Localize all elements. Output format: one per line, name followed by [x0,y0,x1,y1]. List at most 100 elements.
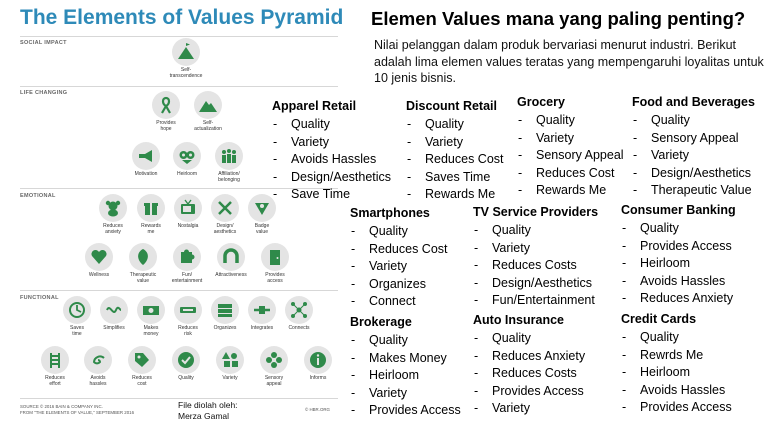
list-item: Quality [473,222,598,240]
list-item: Provides Access [621,238,736,256]
scale-icon [174,296,202,324]
element-reduces-anxiety: Reduces anxiety [91,194,135,236]
element-makes-money: Makes money [129,296,173,338]
pyramid-title: The Elements of Values Pyramid [20,6,344,29]
list-item: Reduces Cost [517,165,624,183]
industry-tv-service-providers: TV Service Providers Quality Variety Red… [473,205,598,310]
list-item: Heirloom [621,255,736,273]
list-item: Avoids Hassles [272,151,391,169]
list-item: Reduces Costs [473,257,598,275]
price-tag-icon [128,346,156,374]
element-attractiveness: Attractiveness [209,243,253,279]
checkmark-icon [172,346,200,374]
list-item: Heirloom [621,364,732,382]
ribbon-icon [152,91,180,119]
list-item: Provides Access [473,383,585,401]
magnet-icon [217,243,245,271]
teddy-bear-icon [99,194,127,222]
section-divider [20,290,338,291]
tools-icon [211,194,239,222]
list-item: Variety [350,385,461,403]
industry-auto-insurance: Auto Insurance Quality Reduces Anxiety R… [473,313,585,418]
people-group-icon [215,142,243,170]
shapes-icon [216,346,244,374]
list-item: Variety [632,147,755,165]
network-icon [285,296,313,324]
list-item: Provides Access [621,399,732,417]
list-item: Avoids Hassles [621,382,732,400]
list-item: Reduces Cost [406,151,504,169]
industry-apparel-retail: Apparel Retail Quality Variety Avoids Ha… [272,99,391,204]
element-organizes: Organizes [203,296,247,332]
list-item: Variety [517,130,624,148]
list-item: Quality [632,112,755,130]
element-connects: Connects [277,296,321,332]
industry-grocery: Grocery Quality Variety Sensory Appeal R… [517,95,624,200]
industry-credit-cards: Credit Cards Quality Rewrds Me Heirloom … [621,312,732,417]
element-provides-access: Provides access [253,243,297,285]
list-item: Heirloom [350,367,461,385]
list-item: Quality [621,329,732,347]
industry-brokerage: Brokerage Quality Makes Money Heirloom V… [350,315,461,420]
mountain-icon [194,91,222,119]
element-quality: Quality [164,346,208,382]
list-item: Rewards Me [406,186,504,204]
list-item: Save Time [272,186,391,204]
element-saves-time: Saves time [55,296,99,338]
industry-name: Discount Retail [406,99,497,113]
list-item: Quality [621,220,736,238]
list-item: Reduces Costs [473,365,585,383]
industry-name: Grocery [517,95,565,109]
list-item: Quality [406,116,504,134]
list-item: Makes Money [350,350,461,368]
element-sensory-appeal: Sensory appeal [252,346,296,388]
owl-icon [173,142,201,170]
element-motivation: Motivation [124,142,168,178]
puzzle-icon [173,243,201,271]
industry-name: Smartphones [350,206,430,220]
industry-food-beverages: Food and Beverages Quality Sensory Appea… [632,95,755,200]
element-simplifies: Simplifies [92,296,136,332]
industry-name: Apparel Retail [272,99,357,113]
list-item: Organizes [350,276,448,294]
industry-consumer-banking: Consumer Banking Quality Provides Access… [621,203,736,308]
list-item: Reduces Cost [350,241,448,259]
list-item: Saves Time [406,169,504,187]
element-design-aesthetics: Design/ aesthetics [203,194,247,236]
list-item: Connect [350,293,448,311]
folders-icon [211,296,239,324]
element-wellness: Wellness [77,243,121,279]
section-divider [20,36,338,37]
element-reduces-cost: Reduces cost [120,346,164,388]
credit-note: File diolah oleh: Merza Gamal [178,400,238,421]
copyright-note: © HBR.ORG [305,407,330,412]
industry-smartphones: Smartphones Quality Reduces Cost Variety… [350,206,448,311]
element-fun-entertainment: Fun/ entertainment [165,243,209,285]
spiral-icon [84,346,112,374]
intro-paragraph: Nilai pelanggan dalam produk bervariasi … [374,38,764,85]
list-item: Sensory Appeal [632,130,755,148]
mountain-flag-icon [172,38,200,66]
list-item: Provides Access [350,402,461,420]
element-informs: Informs [296,346,340,382]
element-nostalgia: Nostalgia [166,194,210,230]
connector-icon [248,296,276,324]
industry-name: Consumer Banking [621,203,736,217]
element-provides-hope: Provides hope [144,91,188,133]
element-avoids-hassles: Avoids hassles [76,346,120,388]
industry-name: Brokerage [350,315,412,329]
list-item: Fun/Entertainment [473,292,598,310]
element-therapeutic-value: Therapeutic value [121,243,165,285]
flower-icon [260,346,288,374]
section-label-emotional: EMOTIONAL [20,193,56,199]
page-title: Elemen Values mana yang paling penting? [371,8,746,29]
element-heirloom: Heirloom [165,142,209,178]
list-item: Quality [272,116,391,134]
list-item: Variety [272,134,391,152]
element-affiliation: Affiliation/ belonging [207,142,251,184]
section-label-functional: FUNCTIONAL [20,295,59,301]
gift-box-icon [137,194,165,222]
element-variety: Variety [208,346,252,382]
tv-icon [174,194,202,222]
section-divider [20,86,338,87]
